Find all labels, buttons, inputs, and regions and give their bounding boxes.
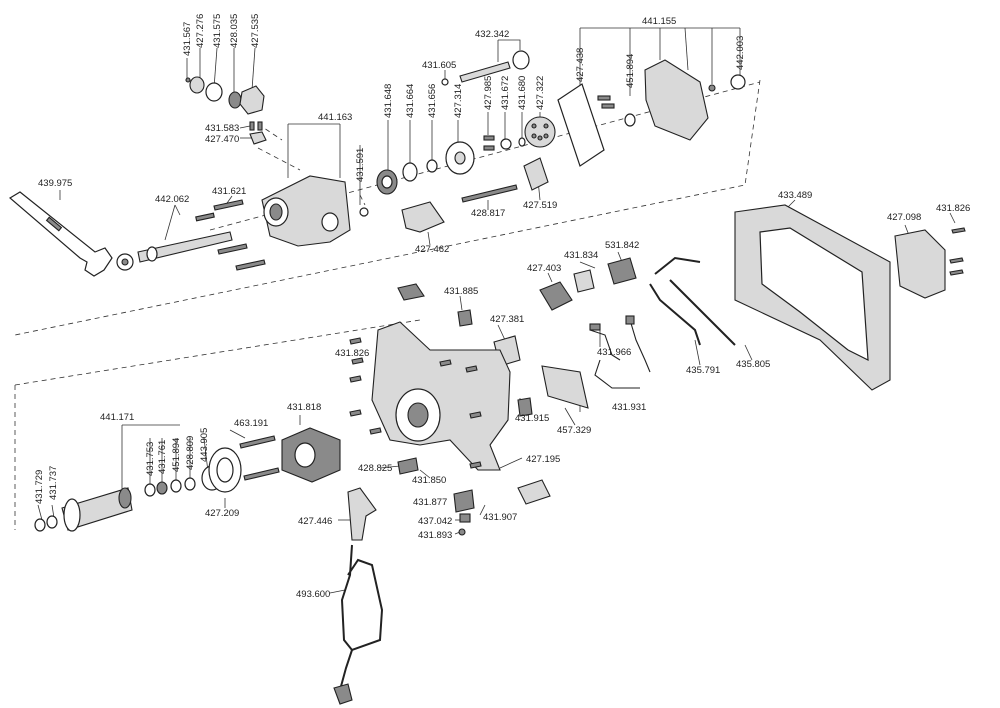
- label-431915: 431.915: [515, 413, 549, 424]
- label-463191: 463.191: [234, 418, 268, 429]
- label-427985: 427.985: [483, 76, 494, 110]
- label-451894a: 451.894: [625, 54, 636, 88]
- output-shaft: [441, 50, 530, 86]
- switch-parts: [397, 257, 637, 367]
- label-428817: 428.817: [471, 208, 505, 219]
- label-431737: 431.737: [48, 466, 59, 500]
- stator-field: [239, 427, 341, 483]
- label-431591: 431.591: [355, 148, 366, 182]
- label-427462: 427.462: [415, 244, 449, 255]
- label-431680: 431.680: [517, 76, 528, 110]
- bearings-rings: [359, 116, 556, 217]
- label-433489: 433.489: [778, 190, 812, 201]
- cord-and-plug: [333, 487, 384, 705]
- label-431826b: 431.826: [335, 348, 369, 359]
- label-493600: 493.600: [296, 589, 330, 600]
- brush-parts: [397, 457, 551, 536]
- armature: [34, 465, 223, 532]
- label-437042: 437.042: [418, 516, 452, 527]
- label-442003: 442.003: [735, 36, 746, 70]
- label-435805: 435.805: [736, 359, 770, 370]
- label-443905: 443.905: [199, 428, 210, 462]
- label-435791: 435.791: [686, 365, 720, 376]
- label-427322: 427.322: [535, 76, 546, 110]
- label-427446: 427.446: [298, 516, 332, 527]
- label-427519: 427.519: [523, 200, 557, 211]
- label-427535: 427.535: [250, 14, 261, 48]
- label-427381: 427.381: [490, 314, 524, 325]
- label-457329: 457.329: [557, 425, 591, 436]
- fan-baffle: [208, 447, 242, 493]
- label-431648: 431.648: [383, 84, 394, 118]
- label-431850: 431.850: [412, 475, 446, 486]
- brackets-427519-427462: [401, 157, 549, 233]
- label-431729: 431.729: [34, 470, 45, 504]
- label-431753: 431.753: [145, 442, 156, 476]
- label-427209: 427.209: [205, 508, 239, 519]
- label-427403: 427.403: [527, 263, 561, 274]
- label-431834: 431.834: [564, 250, 598, 261]
- label-431583: 431.583: [205, 123, 239, 134]
- motor-housing: [371, 321, 511, 471]
- label-431761: 431.761: [157, 440, 168, 474]
- label-431826a: 431.826: [936, 203, 970, 214]
- label-441171: 441.171: [100, 412, 134, 423]
- label-427276: 427.276: [195, 14, 206, 48]
- misc-screws: [349, 337, 482, 469]
- spindle-shaft: [116, 212, 233, 271]
- label-431621: 431.621: [212, 186, 246, 197]
- label-427098: 427.098: [887, 212, 921, 223]
- label-431818: 431.818: [287, 402, 321, 413]
- label-431575: 431.575: [212, 14, 223, 48]
- cover-457329: [517, 365, 589, 417]
- label-431605: 431.605: [422, 60, 456, 71]
- label-431931: 431.931: [612, 402, 646, 413]
- label-428035: 428.035: [229, 14, 240, 48]
- label-439975: 439.975: [38, 178, 72, 189]
- label-431664: 431.664: [405, 84, 416, 118]
- label-428825: 428.825: [358, 463, 392, 474]
- end-cap: [894, 227, 966, 299]
- label-427314: 427.314: [453, 84, 464, 118]
- part-number-labels: 431.567 427.276 431.575 428.035 427.535 …: [34, 14, 970, 600]
- label-432342: 432.342: [475, 29, 509, 40]
- label-431907: 431.907: [483, 512, 517, 523]
- gear-housing: [261, 175, 351, 247]
- label-431656: 431.656: [427, 84, 438, 118]
- label-431966: 431.966: [597, 347, 631, 358]
- label-531842: 531.842: [605, 240, 639, 251]
- gear-cover: [557, 59, 746, 167]
- screws-431621: [213, 199, 266, 271]
- label-441163: 441.163: [318, 112, 352, 123]
- label-431877: 431.877: [413, 497, 447, 508]
- label-427438: 427.438: [575, 48, 586, 82]
- label-431893: 431.893: [418, 530, 452, 541]
- label-428809: 428.809: [185, 436, 196, 470]
- label-451894b: 451.894: [171, 438, 182, 472]
- wiring-harness: [589, 256, 736, 389]
- label-431567: 431.567: [182, 22, 193, 56]
- handle-frame: [734, 204, 891, 391]
- label-427195: 427.195: [526, 454, 560, 465]
- top-left-small-parts: [185, 76, 267, 145]
- label-441155: 441.155: [642, 16, 676, 27]
- label-431672: 431.672: [500, 76, 511, 110]
- label-442062: 442.062: [155, 194, 189, 205]
- label-431885: 431.885: [444, 286, 478, 297]
- label-427470: 427.470: [205, 134, 239, 145]
- spanner-wrench: [8, 191, 113, 277]
